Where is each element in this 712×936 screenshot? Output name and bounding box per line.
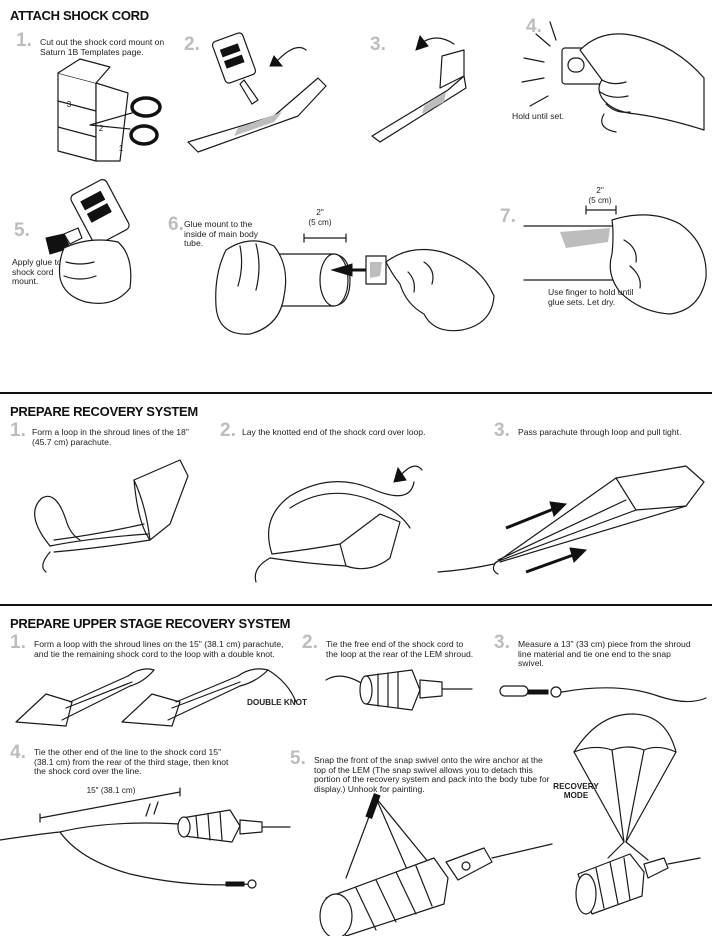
double-knot-label: DOUBLE KNOT: [246, 698, 308, 707]
upper-step-5-number: 5.: [290, 748, 306, 769]
attach-step-7-number: 7.: [500, 206, 516, 227]
parachute-loop-illustration: [30, 454, 200, 574]
attach-step-7-text: Use finger to hold until glue sets. Let …: [548, 287, 634, 307]
attach-step-5-text: Apply glue to shock cord mount.: [12, 257, 62, 286]
upper-stage-recovery-title: PREPARE UPPER STAGE RECOVERY SYSTEM: [10, 616, 291, 631]
template-number-2: 2: [98, 124, 104, 133]
measure-6-inches: 2": [316, 208, 324, 217]
attach-step-6-text: Glue mount to the inside of main body tu…: [184, 219, 259, 248]
attach-step-6-number: 6.: [168, 214, 184, 235]
upper-step-4-number: 4.: [10, 742, 26, 763]
double-knot-parachute-illustration: [12, 662, 302, 734]
template-number-1: 1: [118, 144, 124, 153]
recovery-step-3-number: 3.: [494, 420, 510, 441]
upper-step-1-number: 1.: [10, 632, 26, 653]
recovery-step-2-text: Lay the knotted end of the shock cord ov…: [242, 427, 426, 437]
upper-step-2-number: 2.: [302, 632, 318, 653]
snap-swivel-to-lem-illustration: [316, 794, 556, 936]
recovery-step-1-number: 1.: [10, 420, 26, 441]
attach-step-1-number: 1.: [16, 30, 32, 51]
measure-7-cm: (5 cm): [588, 196, 612, 205]
attach-shock-cord-title: ATTACH SHOCK CORD: [10, 8, 149, 23]
shock-cord-over-loop-illustration: [250, 458, 440, 588]
template-and-scissors-illustration: [50, 55, 170, 165]
upper-step-1-text: Form a loop with the shroud lines on the…: [34, 639, 284, 659]
recovery-mode-label: RECOVERY MODE: [553, 782, 599, 800]
attach-shock-cord-section: ATTACH SHOCK CORD 1. Cut out the shock c…: [0, 0, 712, 392]
prepare-recovery-section: PREPARE RECOVERY SYSTEM 1. Form a loop i…: [0, 394, 712, 604]
recovery-step-2-number: 2.: [220, 420, 236, 441]
upper-step-3-number: 3.: [494, 632, 510, 653]
glue-mount-in-tube-illustration: [210, 226, 500, 346]
hold-glue-in-tube-illustration: [520, 204, 710, 324]
upper-step-2-text: Tie the free end of the shock cord to th…: [326, 639, 474, 659]
recovery-mode-illustration: [568, 714, 708, 928]
tie-line-to-shock-cord-illustration: [0, 780, 300, 904]
lem-shroud-cord-illustration: [322, 666, 482, 716]
upper-stage-recovery-section: PREPARE UPPER STAGE RECOVERY SYSTEM 1. F…: [0, 606, 712, 936]
snap-swivel-illustration: [498, 680, 708, 710]
template-number-3: 3: [66, 100, 72, 109]
recovery-step-3-text: Pass parachute through loop and pull tig…: [518, 427, 682, 437]
prepare-recovery-title: PREPARE RECOVERY SYSTEM: [10, 404, 198, 419]
recovery-step-1-text: Form a loop in the shroud lines of the 1…: [32, 427, 189, 447]
section-divider-1: [0, 392, 712, 394]
pull-parachute-tight-illustration: [436, 462, 706, 592]
fold-mount-illustration: [366, 30, 486, 150]
attach-step-4-number: 4.: [526, 16, 542, 37]
hold-mount-hand-illustration: [516, 18, 706, 138]
measure-15-inch-label: 15" (38.1 cm): [86, 786, 136, 795]
upper-step-3-text: Measure a 13" (33 cm) piece from the shr…: [518, 639, 691, 668]
measure-6-cm: (5 cm): [308, 218, 332, 227]
section-divider-2: [0, 604, 712, 606]
upper-step-5-text: Snap the front of the snap swivel onto t…: [314, 755, 550, 794]
attach-step-5-number: 5.: [14, 220, 30, 241]
glue-on-mount-illustration: [178, 20, 328, 160]
attach-step-2-number: 2.: [184, 34, 200, 55]
apply-glue-illustration: [30, 178, 140, 318]
upper-step-4-text: Tie the other end of the line to the sho…: [34, 747, 229, 776]
attach-step-3-number: 3.: [370, 34, 386, 55]
measure-7-inches: 2": [596, 186, 604, 195]
attach-step-4-text: Hold until set.: [512, 111, 565, 121]
attach-step-1-text: Cut out the shock cord mount on Saturn 1…: [40, 37, 165, 57]
